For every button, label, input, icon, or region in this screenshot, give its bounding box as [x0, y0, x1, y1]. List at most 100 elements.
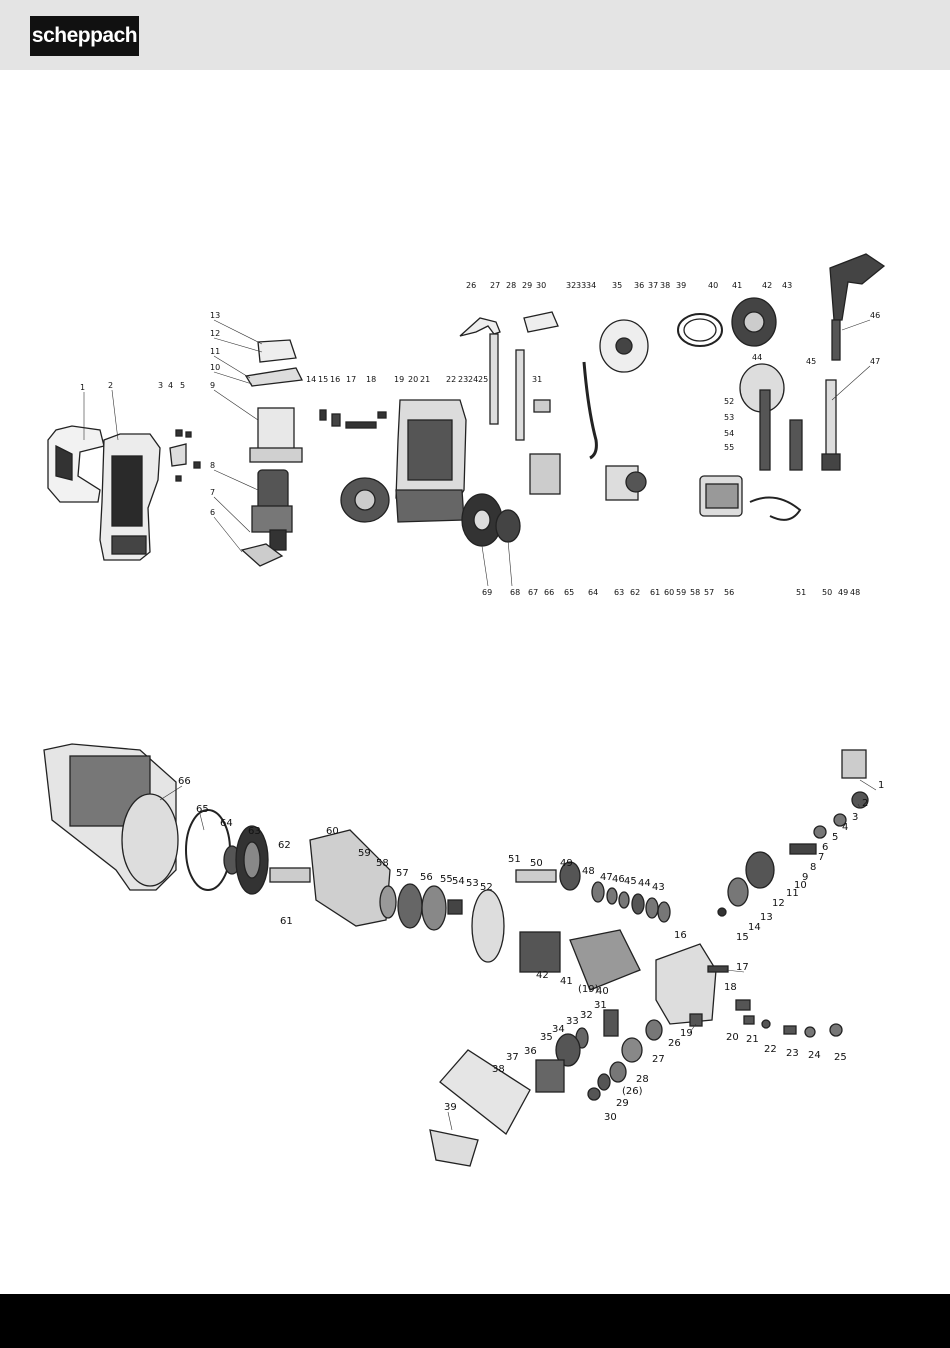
callout-2: 2 [108, 381, 113, 390]
callout-38: 38 [660, 281, 670, 290]
bcallout-40: 40 [596, 986, 609, 997]
callout-27: 27 [490, 281, 500, 290]
callout-63: 63 [614, 588, 624, 597]
callout-39: 39 [676, 281, 686, 290]
bcallout-52: 52 [480, 882, 493, 893]
bcallout-19: 19 [680, 1028, 693, 1039]
bcallout-35: 35 [540, 1032, 553, 1043]
callout-41: 41 [732, 281, 742, 290]
callout-44: 44 [752, 353, 762, 362]
bcallout-25: 25 [834, 1052, 847, 1063]
callout-24: 24 [468, 375, 478, 384]
bcallout-5: 5 [832, 832, 838, 843]
callout-51: 51 [796, 588, 806, 597]
callout-69: 69 [482, 588, 492, 597]
callout-36: 36 [634, 281, 644, 290]
bcallout-14: 14 [748, 922, 761, 933]
callout-25: 25 [478, 375, 488, 384]
bcallout-45: 45 [624, 876, 637, 887]
bcallout-28: 28 [636, 1074, 649, 1085]
callout-35: 35 [612, 281, 622, 290]
bcallout-43: 43 [652, 882, 665, 893]
callout-57: 57 [704, 588, 714, 597]
bcallout-58: 58 [376, 858, 389, 869]
bcallout-66: 66 [178, 776, 191, 787]
bcallout-19b: (19) [578, 984, 599, 995]
bcallout-23: 23 [786, 1048, 799, 1059]
callout-12: 12 [210, 329, 220, 338]
bcallout-63: 63 [248, 826, 261, 837]
callout-33: 33 [576, 281, 586, 290]
callout-5: 5 [180, 381, 185, 390]
bcallout-60: 60 [326, 826, 339, 837]
callout-53: 53 [724, 413, 734, 422]
bcallout-9: 9 [802, 872, 808, 883]
callout-37: 37 [648, 281, 658, 290]
callout-67: 67 [528, 588, 538, 597]
callout-26: 26 [466, 281, 476, 290]
bcallout-13: 13 [760, 912, 773, 923]
callout-56: 56 [724, 588, 734, 597]
callout-48: 48 [850, 588, 860, 597]
bcallout-7: 7 [818, 852, 824, 863]
callout-17: 17 [346, 375, 356, 384]
bcallout-61: 61 [280, 916, 293, 927]
bcallout-21: 21 [746, 1034, 759, 1045]
bcallout-29: 29 [616, 1098, 629, 1109]
bcallout-12: 12 [772, 898, 785, 909]
bcallout-15: 15 [736, 932, 749, 943]
bcallout-11: 11 [786, 888, 799, 899]
callout-13: 13 [210, 311, 220, 320]
callout-22: 22 [446, 375, 456, 384]
callout-4: 4 [168, 381, 173, 390]
bcallout-33: 33 [566, 1016, 579, 1027]
callout-45: 45 [806, 357, 816, 366]
bcallout-16: 16 [674, 930, 687, 941]
callout-29: 29 [522, 281, 532, 290]
callout-21: 21 [420, 375, 430, 384]
bcallout-47: 47 [600, 872, 613, 883]
callout-31: 31 [532, 375, 542, 384]
bcallout-42: 42 [536, 970, 549, 981]
callout-10: 10 [210, 363, 220, 372]
bcallout-8: 8 [810, 862, 816, 873]
page-header: scheppach [0, 0, 950, 70]
callout-46: 46 [870, 311, 880, 320]
callout-9: 9 [210, 381, 215, 390]
bcallout-64: 64 [220, 818, 233, 829]
callout-15: 15 [318, 375, 328, 384]
bcallout-17: 17 [736, 962, 749, 973]
callout-59: 59 [676, 588, 686, 597]
callout-68: 68 [510, 588, 520, 597]
callout-55: 55 [724, 443, 734, 452]
bcallout-49: 49 [560, 858, 573, 869]
callout-47: 47 [870, 357, 880, 366]
bcallout-2: 2 [862, 798, 868, 809]
callout-54: 54 [724, 429, 734, 438]
bcallout-37: 37 [506, 1052, 519, 1063]
callout-14: 14 [306, 375, 316, 384]
bcallout-41: 41 [560, 976, 573, 987]
callout-8: 8 [210, 461, 215, 470]
callout-49: 49 [838, 588, 848, 597]
callout-60: 60 [664, 588, 674, 597]
brand-logo: scheppach [30, 16, 139, 56]
callout-65: 65 [564, 588, 574, 597]
callout-62: 62 [630, 588, 640, 597]
bcallout-27: 27 [652, 1054, 665, 1065]
bcallout-20: 20 [726, 1032, 739, 1043]
callout-30: 30 [536, 281, 546, 290]
bcallout-10: 10 [794, 880, 807, 891]
bcallout-53: 53 [466, 878, 479, 889]
callout-61: 61 [650, 588, 660, 597]
bcallout-30: 30 [604, 1112, 617, 1123]
bcallout-32: 32 [580, 1010, 593, 1021]
bcallout-38: 38 [492, 1064, 505, 1075]
callout-7: 7 [210, 488, 215, 497]
callout-labels-bottom: 1 2 3 4 5 6 7 8 9 10 11 12 13 14 15 16 1… [178, 776, 884, 1123]
bcallout-34: 34 [552, 1024, 565, 1035]
callout-11: 11 [210, 347, 220, 356]
bcallout-65: 65 [196, 804, 209, 815]
callout-64: 64 [588, 588, 598, 597]
callout-6: 6 [210, 508, 215, 517]
